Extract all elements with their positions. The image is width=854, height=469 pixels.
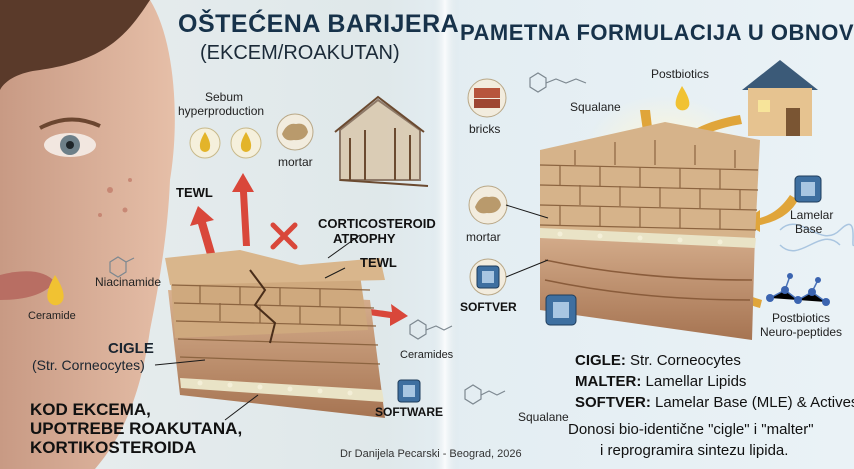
caption-line2: UPOTREBE ROAKUTANA, [30, 419, 243, 438]
software-label: SOFTWARE [375, 405, 443, 419]
intact-brick-wall [539, 122, 760, 340]
lamelar-label-line2: Base [795, 222, 823, 236]
mortar-rock-icon [276, 113, 314, 151]
face-illustration [0, 0, 175, 469]
cigle-sub-label: (Str. Corneocytes) [32, 357, 145, 373]
right-title: PAMETNA FORMULACIJA U OBNOVI [460, 20, 854, 45]
tewl-right-label: TEWL [360, 255, 397, 270]
damaged-brick-wall [165, 250, 385, 418]
softver-label: SOFTVER [460, 300, 517, 314]
softver-chip-icon [469, 258, 507, 296]
caption-line1: KOD EKCEMA, [30, 400, 151, 419]
legend-cigle-key: CIGLE: [575, 352, 626, 369]
lamelar-label-line1: Lamelar [790, 208, 834, 222]
corticosteroid-label-line1: CORTICOSTEROID [318, 216, 436, 231]
ceramides-label: Ceramides [400, 349, 454, 361]
legend-malter-key: MALTER: [575, 373, 642, 390]
legend-softver-value: Lamelar Base (MLE) & Actives [655, 394, 854, 411]
author-credit: Dr Danijela Pecarski - Beograd, 2026 [340, 448, 522, 460]
legend-softver-key: SOFTVER: [575, 394, 651, 411]
tewl-left-label: TEWL [176, 185, 213, 200]
niacinamide-molecule-icon [109, 256, 135, 278]
chip-bottom-icon [545, 294, 577, 326]
postbiotics-bottom-label: Postbiotics [772, 311, 831, 325]
caption-line3: KORTIKOSTEROIDA [30, 438, 197, 457]
software-chip-icon [397, 379, 421, 403]
squalane-top-label: Squalane [570, 100, 621, 114]
left-mortar-label: mortar [278, 155, 313, 169]
postbiotics-top-label: Postbiotics [651, 67, 710, 81]
left-subtitle: (EKCEM/ROAKUTAN) [200, 42, 400, 64]
cigle-label: CIGLE [108, 340, 154, 357]
niacinamide-label: Niacinamide [95, 275, 162, 289]
ceramide-drop-icon [47, 275, 64, 306]
pointer-lines [154, 204, 549, 421]
legend-malter-value: Lamellar Lipids [645, 373, 747, 390]
neuro-peptides-label: Neuro-peptides [760, 325, 843, 339]
squalane-bottom-label: Squalane [518, 410, 569, 424]
postbiotics-drop-icon [675, 86, 690, 111]
broken-house-icon [334, 95, 429, 187]
red-x-icon [270, 222, 298, 250]
bricks-icon [467, 78, 507, 118]
sebum-label-line2: hyperproduction [178, 104, 265, 118]
legend-line-description-2: i reprogramira sintezu lipida. [600, 442, 789, 459]
dna-helix-icon [779, 223, 854, 252]
squalane-molecule-top-icon [529, 72, 587, 93]
legend-cigle-value: Str. Corneocytes [630, 352, 741, 369]
legend-line-description-1: Donosi bio-identične "cigle" i "malter" [568, 421, 814, 438]
bricks-label: bricks [469, 122, 501, 136]
lamelar-base-chip-icon [794, 175, 822, 203]
squalane-molecule-bottom-icon [464, 384, 506, 405]
neuro-peptides-molecule-icon [766, 273, 830, 306]
ceramide-label: Ceramide [28, 310, 76, 322]
legend-line-softver: SOFTVER: Lamelar Base (MLE) & Actives [575, 394, 854, 411]
mortar-rock-right-icon [468, 185, 508, 225]
sebum-label-line1: Sebum [205, 90, 244, 104]
right-mortar-label: mortar [466, 230, 501, 244]
legend-line-cigle: CIGLE: Str. Corneocytes [575, 352, 741, 369]
ceramides-molecule-icon [409, 319, 453, 340]
house-icon [742, 60, 818, 136]
sebum-drop-icons [189, 127, 262, 159]
corticosteroid-label-line2: ATROPHY [333, 231, 396, 246]
left-title: OŠTEĆENA BARIJERA [178, 10, 460, 38]
legend-line-malter: MALTER: Lamellar Lipids [575, 373, 746, 390]
